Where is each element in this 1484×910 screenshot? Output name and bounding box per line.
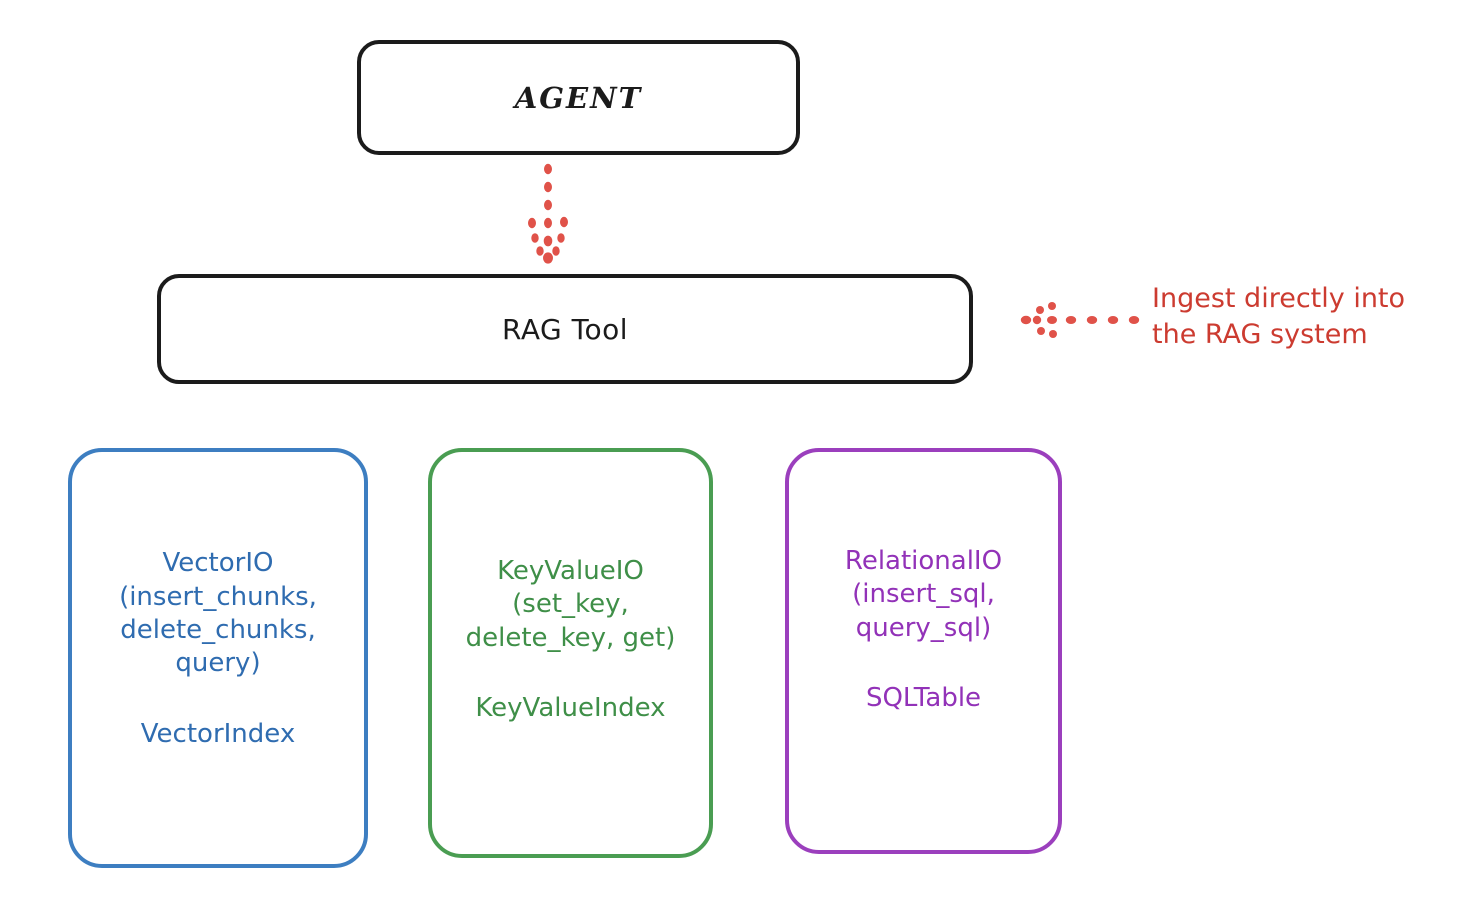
vector-io-node[interactable]: VectorIO (insert_chunks, delete_chunks, … (68, 448, 368, 868)
vector-io-index-label: VectorIndex (140, 718, 296, 749)
relational-io-node[interactable]: RelationalIO (insert_sql, query_sql) SQL… (785, 448, 1062, 854)
key-value-io-content: KeyValueIO (set_key, delete_key, get) Ke… (466, 555, 676, 723)
vector-io-content: VectorIO (insert_chunks, delete_chunks, … (119, 547, 317, 748)
connector-agent-to-ragtool-icon (528, 163, 568, 264)
rag-tool-label: RAG Tool (502, 312, 628, 346)
relational-io-api-label: RelationalIO (insert_sql, query_sql) (844, 546, 1003, 643)
relational-io-content: RelationalIO (insert_sql, query_sql) SQL… (845, 545, 1002, 713)
vector-io-api-label: VectorIO (insert_chunks, delete_chunks, … (119, 548, 317, 679)
relational-io-index-label: SQLTable (865, 682, 982, 713)
rag-tool-node[interactable]: RAG Tool (157, 274, 973, 384)
key-value-io-index-label: KeyValueIndex (475, 692, 666, 723)
connector-ingest-to-ragtool-icon (1020, 302, 1140, 338)
ingest-annotation-text: Ingest directly into the RAG system (1152, 283, 1406, 350)
agent-label: AGENT (514, 80, 643, 115)
key-value-io-api-label: KeyValueIO (set_key, delete_key, get) (465, 556, 676, 653)
key-value-io-node[interactable]: KeyValueIO (set_key, delete_key, get) Ke… (428, 448, 713, 858)
agent-node[interactable]: AGENT (357, 40, 800, 155)
